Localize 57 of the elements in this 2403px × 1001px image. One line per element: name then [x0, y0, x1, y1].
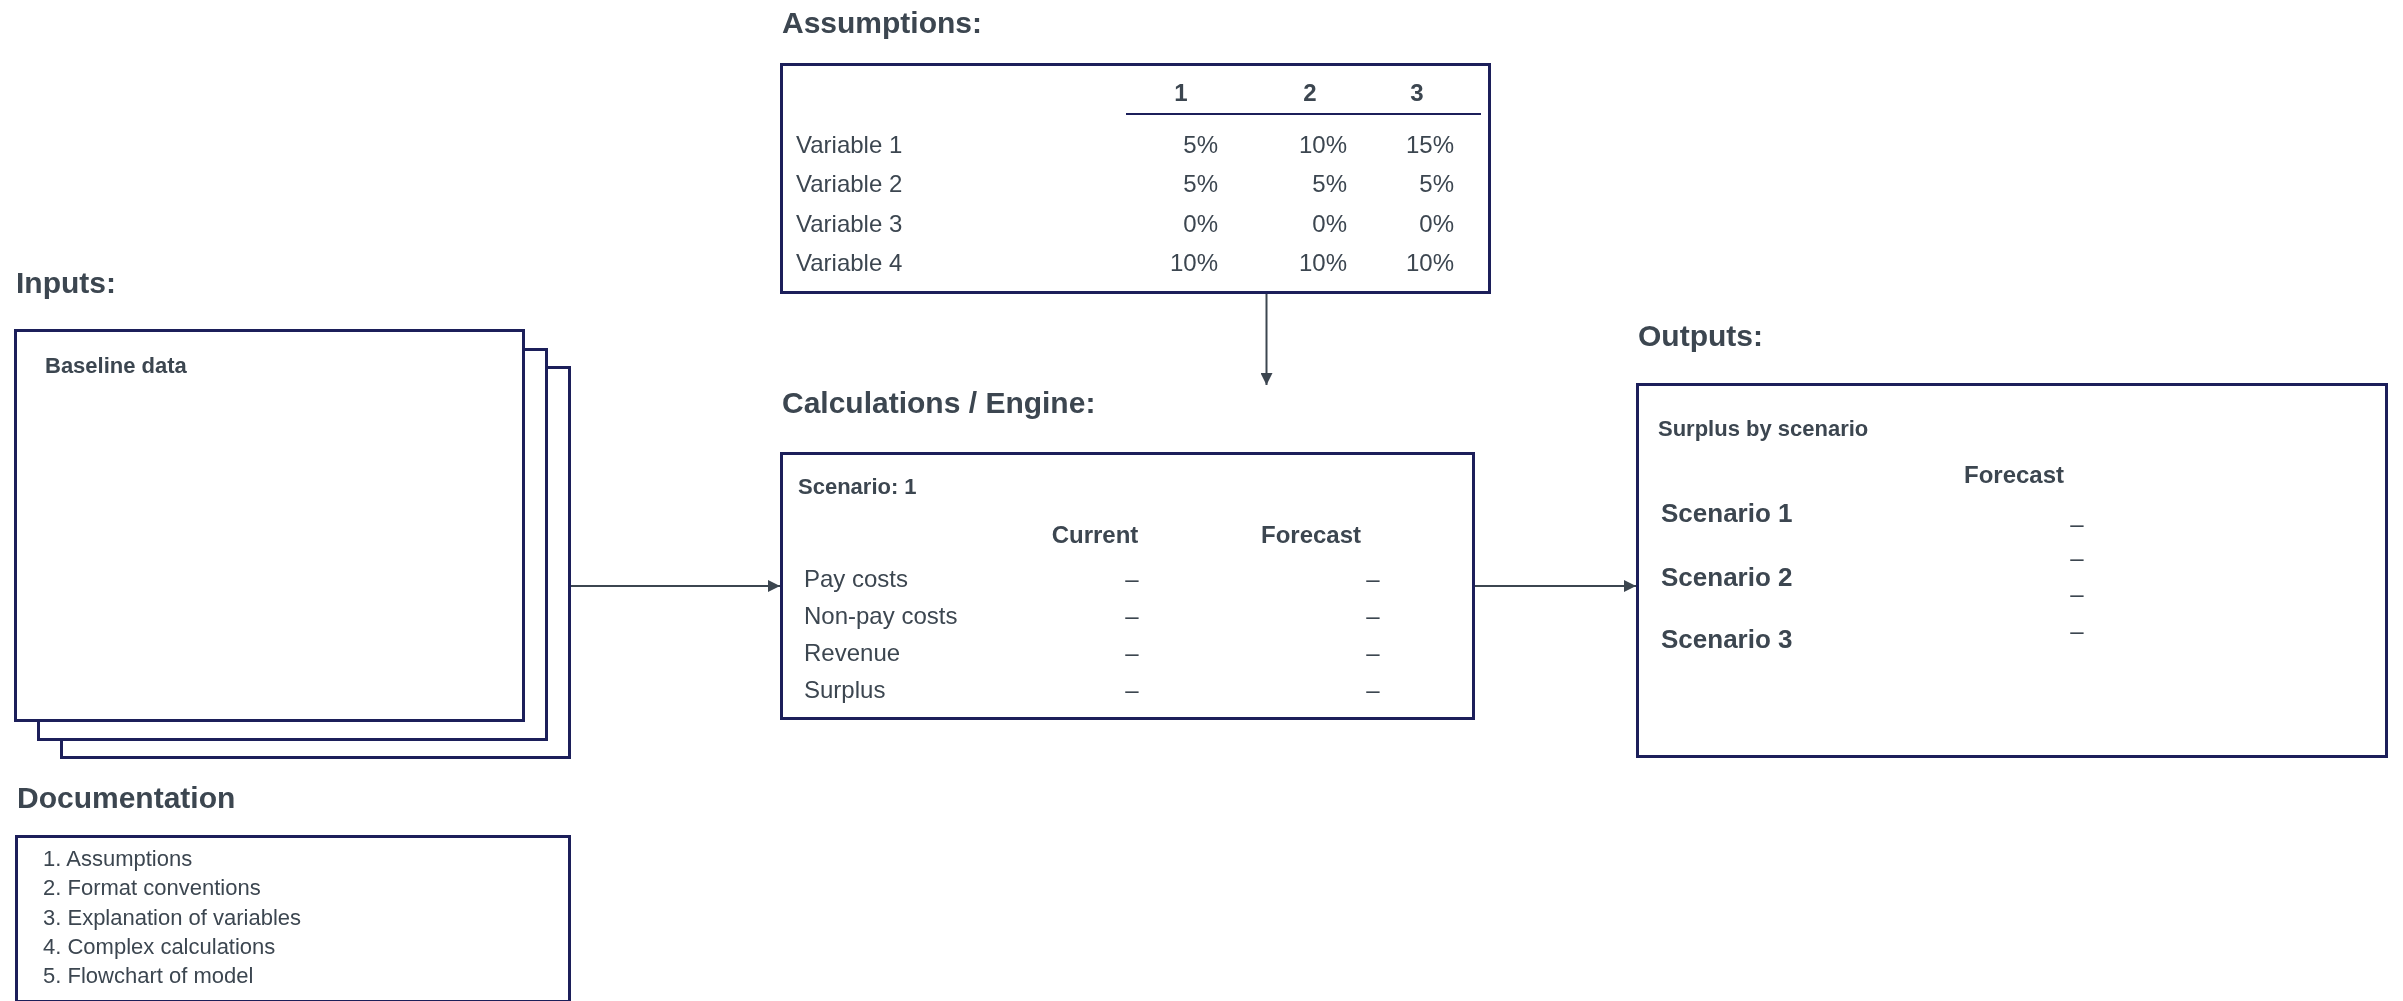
row-label: Variable 4	[796, 249, 903, 277]
list-item: 2. Format conventions	[43, 874, 261, 903]
table-value: –	[2070, 617, 2084, 645]
row-label: Scenario 3	[1661, 625, 1793, 653]
section-heading: Calculations / Engine:	[782, 385, 1096, 421]
table-value: 0%	[1312, 210, 1347, 238]
table-value: 10%	[1298, 249, 1347, 277]
table-value: 10%	[1405, 249, 1454, 277]
table-value: –	[1125, 565, 1139, 593]
row-label: Variable 1	[796, 131, 903, 159]
table-value: –	[2070, 510, 2084, 538]
table-value: –	[1366, 639, 1380, 667]
arrow	[1474, 580, 1637, 592]
row-label: Pay costs	[804, 565, 909, 593]
table-value: –	[2070, 544, 2084, 572]
table-value: –	[1366, 565, 1380, 593]
column-header: 2	[1303, 79, 1317, 107]
list-item: 1. Assumptions	[43, 845, 193, 873]
table-value: 0%	[1183, 210, 1218, 238]
section-heading: Inputs:	[16, 265, 116, 301]
table-value: –	[1366, 676, 1380, 704]
row-label: Revenue	[804, 639, 901, 667]
list-item: 4. Complex calculations	[43, 932, 276, 961]
table-value: 5%	[1312, 170, 1347, 198]
table-value: 5%	[1419, 170, 1454, 198]
table-value: 10%	[1298, 131, 1347, 159]
table-value: –	[1125, 602, 1139, 630]
row-label: Variable 2	[796, 170, 903, 198]
section-heading: Documentation	[17, 780, 236, 816]
table-value: –	[1125, 639, 1139, 667]
row-label: Surplus	[804, 676, 886, 704]
section-heading: Assumptions:	[782, 5, 982, 41]
panel-title: Scenario: 1	[798, 473, 917, 501]
table-value: –	[2070, 580, 2084, 608]
row-label: Variable 3	[796, 210, 903, 238]
arrow	[1260, 293, 1273, 386]
panel-title: Baseline data	[45, 352, 187, 380]
table-value: 5%	[1183, 170, 1218, 198]
column-header: Forecast	[1261, 521, 1361, 549]
row-label: Scenario 1	[1661, 499, 1793, 527]
list-item: 5. Flowchart of model	[43, 962, 254, 991]
table-value: –	[1366, 602, 1380, 630]
panel-title: Surplus by scenario	[1658, 415, 1869, 443]
arrow	[570, 580, 781, 592]
row-label: Non-pay costs	[804, 602, 958, 630]
column-header: 1	[1174, 79, 1188, 107]
table-value: 15%	[1405, 131, 1454, 159]
list-item: 3. Explanation of variables	[43, 903, 302, 932]
column-header: 3	[1410, 79, 1424, 107]
table-value: –	[1125, 676, 1139, 704]
table-value: 5%	[1183, 131, 1218, 159]
table-value: 10%	[1169, 249, 1218, 277]
column-header: Forecast	[1964, 461, 2064, 489]
column-header: Current	[1051, 521, 1139, 549]
table-value: 0%	[1419, 210, 1454, 238]
section-heading: Outputs:	[1638, 318, 1763, 354]
row-label: Scenario 2	[1661, 563, 1793, 591]
